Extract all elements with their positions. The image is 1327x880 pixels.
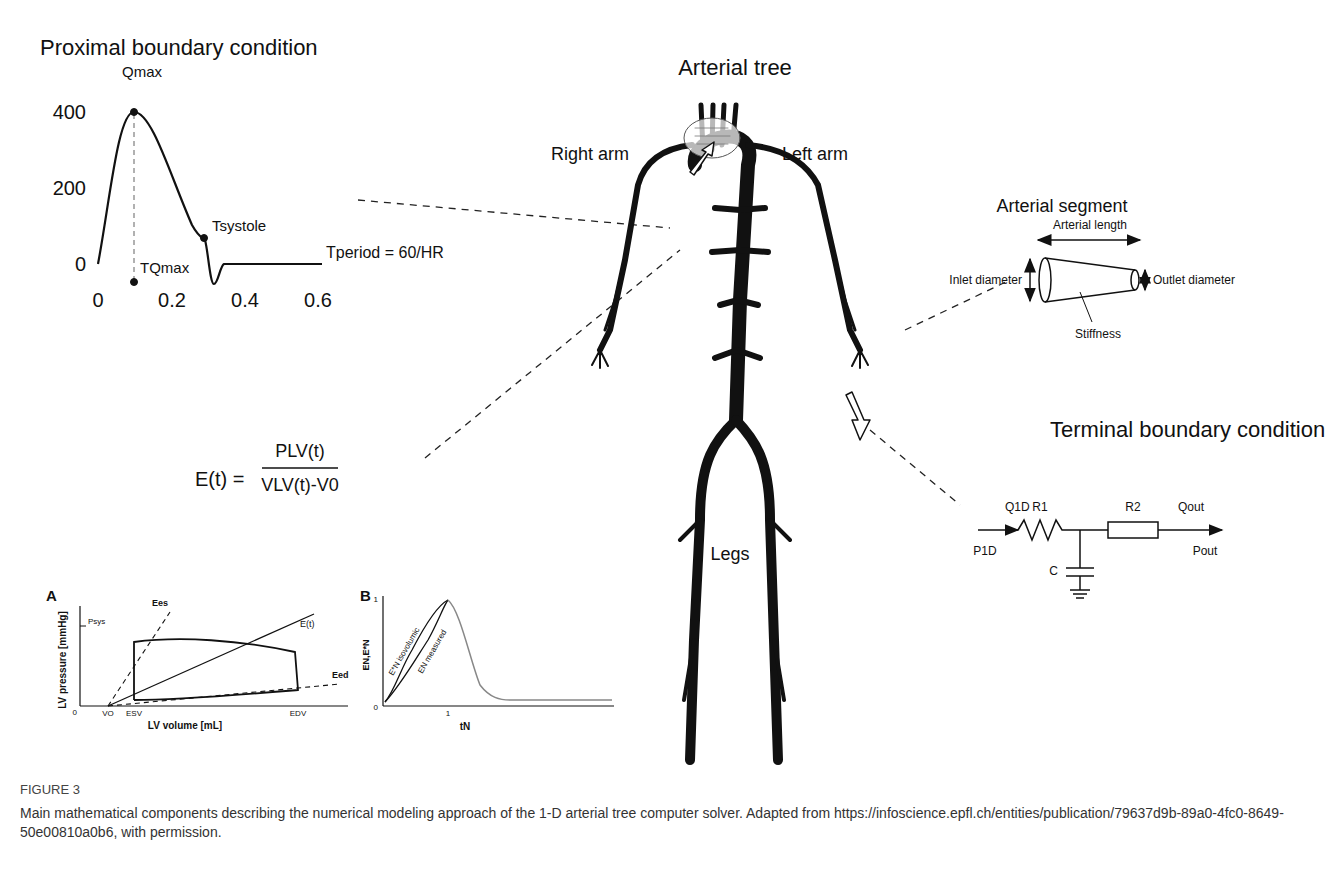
tick-label: 400 bbox=[53, 101, 86, 123]
axis-label: tN bbox=[460, 721, 471, 732]
axis-label: EN,E*N bbox=[362, 639, 372, 670]
arterial-tree bbox=[592, 105, 870, 760]
signal-label: Pout bbox=[1193, 545, 1218, 558]
caption-text: Main mathematical components describing … bbox=[20, 805, 1284, 840]
signal-label: Qout bbox=[1178, 501, 1204, 514]
formula-text: VLV(t)-V0 bbox=[261, 476, 339, 496]
figure-number: FIGURE 3 bbox=[20, 783, 80, 797]
panel-letter: B bbox=[360, 588, 371, 605]
curve-label: EN measured bbox=[417, 629, 449, 676]
dimension-label: Inlet diameter bbox=[949, 274, 1022, 287]
component-label: R2 bbox=[1125, 501, 1140, 514]
formula-text: PLV(t) bbox=[275, 442, 325, 462]
leader-lines bbox=[358, 200, 1010, 505]
formula-text: E(t) = bbox=[195, 468, 244, 490]
fraction-bar bbox=[262, 467, 338, 468]
tick-label: 1 bbox=[446, 710, 450, 719]
axis-label: LV volume [mL] bbox=[148, 720, 222, 731]
flow-waveform bbox=[86, 109, 326, 286]
tick-label: 0.2 bbox=[158, 289, 186, 311]
peak-label: Qmax bbox=[122, 64, 162, 81]
tick-label: 0.4 bbox=[231, 289, 259, 311]
figure-caption: Main mathematical components describing … bbox=[20, 804, 1310, 842]
tick-label: 0 bbox=[73, 709, 77, 718]
time-label: TQmax bbox=[140, 260, 189, 277]
panel-title: Terminal boundary condition bbox=[1050, 418, 1325, 442]
dimension-label: Arterial length bbox=[1053, 219, 1127, 232]
tick-label: VO bbox=[102, 710, 114, 719]
panel-title: Arterial tree bbox=[678, 56, 792, 80]
tick-label: 0 bbox=[92, 289, 103, 311]
tick-label: 0.6 bbox=[304, 289, 332, 311]
line-label: Eed bbox=[332, 671, 349, 681]
component-label: R1 bbox=[1032, 501, 1047, 514]
panel-title: Arterial segment bbox=[996, 197, 1127, 217]
tick-label: 0 bbox=[374, 704, 378, 713]
windkessel-circuit bbox=[978, 520, 1222, 598]
signal-label: Q1D bbox=[1005, 501, 1030, 514]
component-label: C bbox=[1049, 565, 1058, 578]
arterial-segment bbox=[1030, 240, 1145, 322]
panel-title: Proximal boundary condition bbox=[40, 36, 318, 60]
time-label: Tperiod = 60/HR bbox=[326, 244, 444, 262]
tick-label: 0 bbox=[75, 253, 86, 275]
tick-label: 200 bbox=[53, 177, 86, 199]
tick-label: 1 bbox=[374, 596, 378, 605]
signal-label: P1D bbox=[973, 545, 996, 558]
tick-label: EDV bbox=[290, 710, 306, 719]
line-label: Ees bbox=[152, 599, 168, 609]
axis-label: Psys bbox=[88, 618, 105, 627]
dimension-label: Outlet diameter bbox=[1153, 274, 1235, 287]
tick-label: ESV bbox=[126, 710, 142, 719]
panel-letter: A bbox=[46, 588, 57, 605]
region-label: Legs bbox=[710, 545, 749, 565]
region-label: Left arm bbox=[782, 145, 848, 165]
elastance-panel bbox=[383, 596, 614, 706]
pv-loop-panel bbox=[80, 606, 348, 706]
line-label: E(t) bbox=[300, 620, 315, 630]
property-label: Stiffness bbox=[1075, 328, 1121, 341]
region-label: Right arm bbox=[551, 145, 629, 165]
time-label: Tsystole bbox=[212, 218, 266, 235]
axis-label: LV pressure [mmHg] bbox=[57, 611, 68, 709]
